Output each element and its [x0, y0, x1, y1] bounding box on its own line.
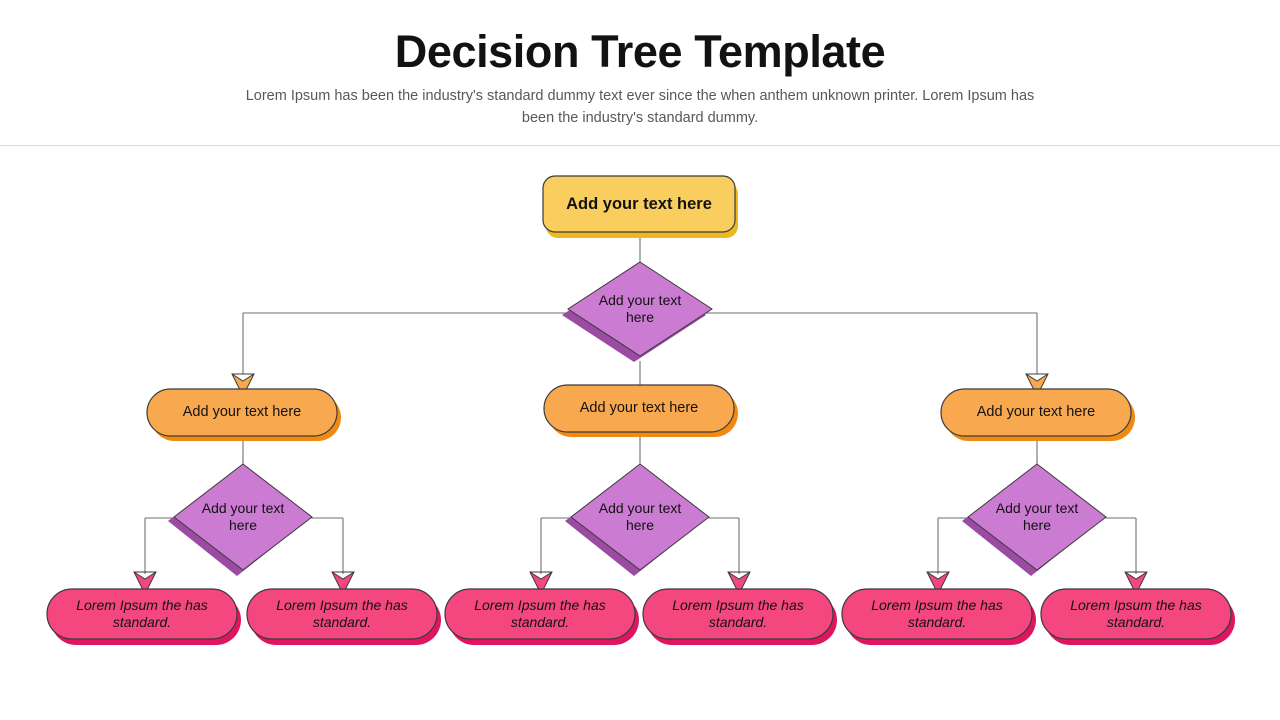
root-node[interactable]: Add your text here [542, 175, 738, 238]
sub-decision-right-shape [967, 463, 1107, 571]
slide-header: Decision Tree Template Lorem Ipsum has b… [0, 0, 1280, 146]
leaf-arrowheads [133, 571, 1148, 596]
branch-node-left-shape [146, 388, 338, 437]
branch-node-left-label: Add your text here [182, 403, 302, 420]
sub-decision-left-shape [173, 463, 313, 571]
leaf-node-6[interactable]: Lorem Ipsum the has standard. [1040, 588, 1235, 645]
leaf-node-6-label: Lorem Ipsum the has standard. [1070, 596, 1202, 630]
leaf-node-3-label: Lorem Ipsum the has standard. [474, 596, 606, 630]
leaf-node-3-shape [444, 588, 636, 640]
leaf-node-1[interactable]: Lorem Ipsum the has standard. [46, 588, 241, 645]
branch-node-right[interactable]: Add your text here [940, 388, 1135, 441]
sub-decision-node-middle[interactable]: Add your text here [565, 463, 710, 576]
branch-node-left[interactable]: Add your text here [146, 388, 341, 441]
sub-decision-right-label: Add your text here [995, 499, 1079, 533]
branch-node-right-shape [940, 388, 1132, 437]
leaf-node-4[interactable]: Lorem Ipsum the has standard. [642, 588, 837, 645]
leaf-node-2-shape [246, 588, 438, 640]
branch-node-right-label: Add your text here [976, 403, 1096, 420]
leaf-node-5-label: Lorem Ipsum the has standard. [871, 596, 1003, 630]
root-node-label: Add your text here [566, 194, 712, 213]
leaf-node-6-shape [1040, 588, 1232, 640]
sub-decision-left-label: Add your text here [201, 499, 285, 533]
leaf-node-4-shape [642, 588, 834, 640]
root-decision-node[interactable]: Add your text here [562, 261, 713, 362]
arrowhead-leaf-2 [331, 571, 355, 596]
arrowhead-leaf-4 [727, 571, 751, 596]
leaf-node-5[interactable]: Lorem Ipsum the has standard. [841, 588, 1036, 645]
header-divider [0, 145, 1280, 146]
arrowhead-branch-right [1025, 373, 1049, 398]
root-decision-label: Add your text here [598, 291, 682, 325]
leaf-node-3[interactable]: Lorem Ipsum the has standard. [444, 588, 639, 645]
leaf-node-4-label: Lorem Ipsum the has standard. [672, 596, 804, 630]
leaf-node-2[interactable]: Lorem Ipsum the has standard. [246, 588, 441, 645]
sub-decision-middle-shape [570, 463, 710, 571]
sub-decision-node-left[interactable]: Add your text here [168, 463, 313, 576]
sub-decision-node-right[interactable]: Add your text here [962, 463, 1107, 576]
decision-tree-canvas: Add your text here Add your text here [0, 146, 1280, 720]
leaf-node-1-label: Lorem Ipsum the has standard. [76, 596, 208, 630]
arrowhead-leaf-1 [133, 571, 157, 596]
arrowhead-leaf-6 [1124, 571, 1148, 596]
leaf-node-5-shape [841, 588, 1033, 640]
leaf-node-2-label: Lorem Ipsum the has standard. [276, 596, 408, 630]
sub-decision-middle-label: Add your text here [598, 499, 682, 533]
arrowhead-leaf-5 [926, 571, 950, 596]
branch-arrowheads [231, 373, 1049, 398]
page-title: Decision Tree Template [394, 26, 886, 77]
branch-node-middle-label: Add your text here [579, 399, 699, 416]
root-decision-shape [567, 261, 713, 357]
root-node-shape [542, 175, 736, 233]
page-subtitle: Lorem Ipsum has been the industry's stan… [245, 88, 1035, 126]
arrowhead-branch-left [231, 373, 255, 398]
arrowhead-leaf-3 [529, 571, 553, 596]
leaf-node-1-shape [46, 588, 238, 640]
branch-node-middle[interactable]: Add your text here [543, 384, 738, 437]
branch-node-middle-shape [543, 384, 735, 433]
